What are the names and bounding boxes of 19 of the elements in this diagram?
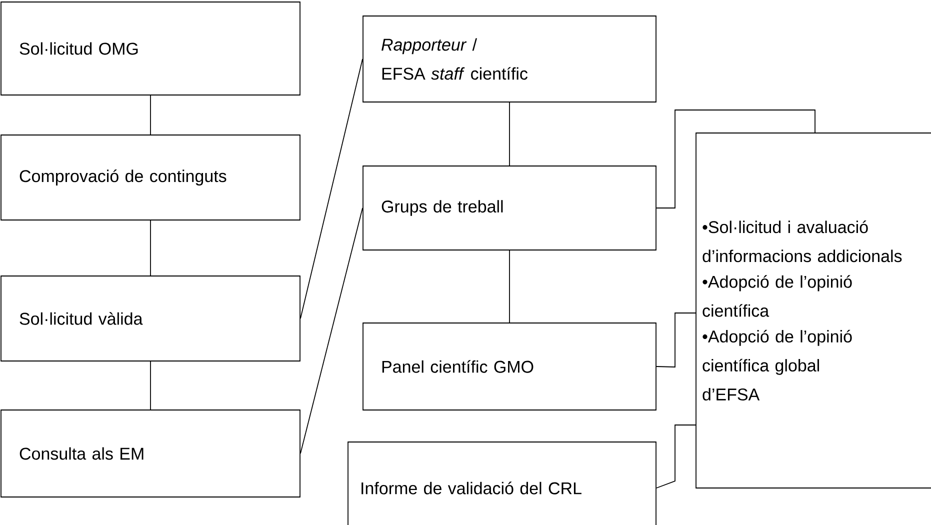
connector-line [150,361,151,410]
connector-line [300,208,363,454]
process-box: Rapporteur / EFSA staff científic [362,16,656,102]
process-box: •Sol·licitud i avaluació d’informacions addicionals •Adopció de l’opinió científica •Adopció de l’opinió científica global d’EFSA [696,132,931,488]
connector-line [656,424,696,488]
connector-line [509,250,510,323]
process-box: Sol·licitud OMG [0,2,300,96]
connector-line [300,58,363,319]
connector-line [150,95,151,135]
process-box: Grups de treball [362,166,656,250]
process-box: Comprovació de continguts [0,134,300,220]
connector-line [656,312,696,368]
connector-line [509,102,510,166]
process-box: Informe de validació del CRL [348,442,656,525]
process-box: Sol·licitud vàlida [0,276,300,362]
connector-line [150,220,151,276]
connector-line [656,110,816,208]
process-box: Panel científic GMO [362,322,656,410]
process-box: Consulta als EM [0,410,300,498]
